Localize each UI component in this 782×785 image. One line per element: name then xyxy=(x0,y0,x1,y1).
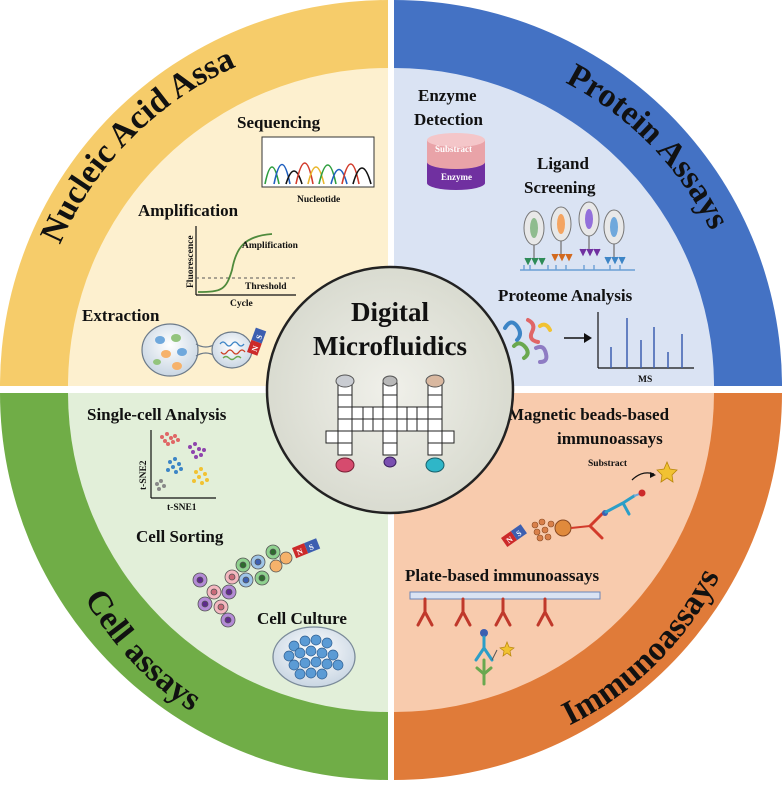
magnetic-bead-illustration: N S xyxy=(501,460,678,548)
center-title-line1: Digital xyxy=(351,297,429,327)
cell-sorting-illustration: N S xyxy=(192,538,321,628)
ligand-label-2: Screening xyxy=(524,178,596,197)
substract-text: Substract xyxy=(435,144,472,154)
single-cell-label: Single-cell Analysis xyxy=(87,405,227,424)
nucleotide-label: Nucleotide xyxy=(297,195,340,205)
immuno-substract-label: Substract xyxy=(588,459,628,469)
proteome-illustration xyxy=(503,312,694,369)
enzyme-text: Enzyme xyxy=(441,172,472,182)
amplification-curve-label: Amplification xyxy=(242,241,299,251)
svg-text:N: N xyxy=(250,344,261,353)
plate-label: Plate-based immunoassays xyxy=(405,566,599,585)
proteome-label: Proteome Analysis xyxy=(498,286,633,305)
magnetic-label-1: Magnetic beads-based xyxy=(508,405,670,424)
sequencing-label: Sequencing xyxy=(237,113,321,132)
immuno-magnet-icon: N S xyxy=(501,524,527,548)
tsne2-axis-label: t-SNE2 xyxy=(139,460,149,490)
threshold-label: Threshold xyxy=(245,282,287,292)
svg-text:S: S xyxy=(308,542,316,552)
svg-text:N: N xyxy=(505,534,515,545)
magnet-icon: N S xyxy=(247,327,267,356)
ligand-label-1: Ligand xyxy=(537,154,590,173)
amplification-label: Amplification xyxy=(138,201,239,220)
ligand-screening-phages xyxy=(520,201,635,271)
ms-label: MS xyxy=(638,375,652,385)
extraction-label: Extraction xyxy=(82,306,160,325)
enzyme-detection-label-1: Enzyme xyxy=(418,86,477,105)
sequencing-chromatogram xyxy=(261,136,375,188)
enzyme-cylinder: Substract Enzyme xyxy=(427,133,485,190)
tsne1-axis-label: t-SNE1 xyxy=(167,503,197,513)
svg-text:S: S xyxy=(514,528,523,538)
svg-text:N: N xyxy=(296,546,305,557)
electrode-grid xyxy=(325,382,455,456)
cycle-axis-label: Cycle xyxy=(230,299,253,309)
extraction-illustration: N S xyxy=(141,323,267,377)
svg-text:S: S xyxy=(254,333,264,341)
plate-immunoassay-illustration xyxy=(409,591,601,686)
center-title-line2: Microfluidics xyxy=(313,331,467,361)
tsne-plot xyxy=(150,430,216,499)
fluorescence-axis-label: Fluorescence xyxy=(186,235,196,288)
enzyme-detection-label-2: Detection xyxy=(414,110,483,129)
magnetic-label-2: immunoassays xyxy=(557,429,663,448)
cell-culture-label: Cell Culture xyxy=(257,609,347,628)
droplets xyxy=(335,374,445,473)
sorting-magnet-icon: N S xyxy=(292,538,321,559)
cell-sorting-label: Cell Sorting xyxy=(136,527,224,546)
amplification-plot xyxy=(195,226,296,296)
cell-culture-dish xyxy=(272,626,356,688)
tsne-clusters xyxy=(155,432,209,491)
